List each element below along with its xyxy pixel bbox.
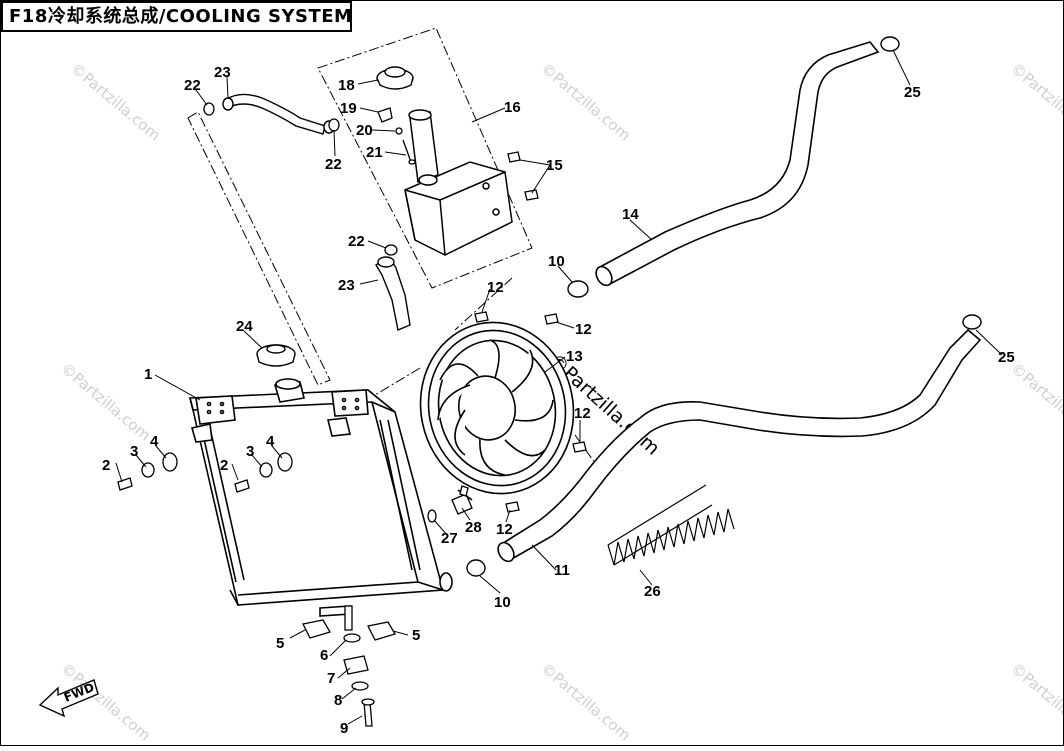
watermark: ©Partzilla.com [1007,659,1064,744]
fan-screws [474,311,587,513]
callout-27: 27 [441,530,458,547]
callout-13: 13 [566,348,583,365]
coolant-reservoir [404,109,513,256]
watermark: ©Partzilla.com [1007,359,1064,444]
cooling-fan [419,321,575,501]
callout-4: 4 [150,433,159,450]
watermark: ©Partzilla.com [537,659,634,744]
callout-25a: 25 [904,84,921,101]
callout-12d: 12 [496,521,513,538]
temperature-sensor [427,485,473,523]
callout-12a: 12 [487,279,504,296]
watermark: ©Partzilla.com [537,59,634,144]
callout-5b: 5 [412,627,420,644]
callout-18: 18 [338,77,355,94]
callout-5: 5 [276,635,284,652]
callout-26: 26 [644,583,661,600]
hose-clamp-25 [880,36,982,330]
callout-16: 16 [504,99,521,116]
callout-7: 7 [327,670,335,687]
callout-10: 10 [548,253,565,270]
callout-2: 2 [102,457,110,474]
callout-1: 1 [144,366,152,383]
diagram-title: F18冷却系统总成/COOLING SYSTEM [1,1,352,32]
reservoir-cap [376,66,414,90]
callout-14: 14 [622,206,639,223]
fwd-arrow: FWD [38,679,99,718]
callout-23a: 23 [214,64,231,81]
radiator-cap [256,344,296,367]
reference-lines [187,27,601,471]
callout-20: 20 [356,122,373,139]
callout-11: 11 [554,562,570,579]
mounting-hardware-left [117,452,293,493]
callout-15: 15 [546,157,563,174]
callout-25b: 25 [998,349,1015,366]
upper-small-hose [222,93,335,135]
callout-28: 28 [465,519,482,536]
callout-22b: 22 [325,156,342,173]
hose-clamps [203,102,398,256]
callout-3b: 3 [246,443,254,460]
callout-labels: 1 2 3 4 2 3 4 5 5 6 7 8 9 10 10 11 12 12… [102,64,1015,737]
callout-24: 24 [236,318,253,335]
reservoir-bolts [507,151,539,201]
callout-22a: 22 [184,77,201,94]
callout-23b: 23 [338,277,355,294]
lower-radiator-hose [497,328,982,563]
callout-10b: 10 [494,594,511,611]
upper-radiator-hose [595,41,880,287]
callout-21: 21 [366,144,383,161]
callout-22c: 22 [348,233,365,250]
callout-8: 8 [334,692,342,709]
watermark: ©Partzilla.com [1007,59,1064,144]
watermark: ©Partzilla.com [67,59,164,144]
callout-9: 9 [340,720,348,737]
hose-spring [607,484,735,566]
mounting-hardware-bottom [302,605,396,727]
callout-12b: 12 [575,321,592,338]
callout-2b: 2 [220,457,228,474]
leader-lines [115,49,1003,725]
lower-small-hose [375,256,411,331]
callout-6: 6 [320,647,328,664]
watermark: ©Partzilla.com [57,359,154,444]
reservoir-fittings [377,107,416,165]
callout-3: 3 [130,443,138,460]
callout-19: 19 [340,100,357,117]
callout-4b: 4 [266,433,275,450]
radiator [188,378,453,617]
hose-clamp-10 [466,280,589,577]
callout-12c: 12 [574,405,591,422]
